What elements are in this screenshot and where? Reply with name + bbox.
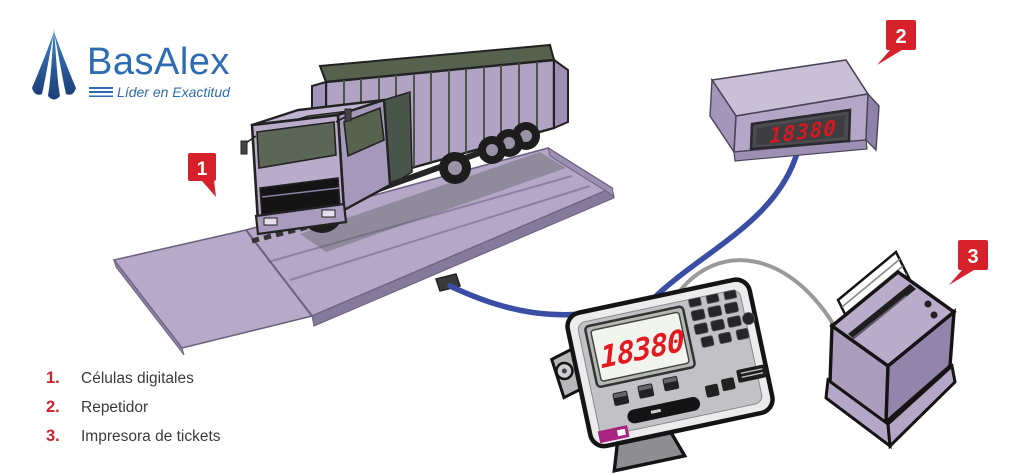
brand-name: BasAlex (87, 41, 230, 83)
legend-label: Células digitales (81, 370, 194, 387)
legend-label: Impresora de tickets (81, 428, 221, 445)
indicator-side-controls (705, 364, 768, 398)
indicator-brand-label (597, 425, 630, 444)
legend-item-cells: 1. Células digitales (46, 369, 221, 388)
indicator-keypad (688, 289, 755, 348)
badge-repeater-number: 2 (895, 26, 906, 48)
badge-cells: 1 (188, 153, 216, 197)
logo-spikes-icon (32, 28, 76, 100)
legend-number: 2. (46, 398, 60, 416)
legend-label: Repetidor (81, 399, 149, 416)
truck-cab (240, 98, 392, 236)
badge-printer-number: 3 (967, 246, 978, 268)
brand-logo: BasAlex Líder en Exactitud (28, 26, 230, 106)
weighbridge-platform (244, 146, 615, 327)
truck-shadow (300, 152, 566, 252)
legend-item-printer: 3. Impresora de tickets (46, 427, 221, 446)
indicator-to-printer-cable (674, 258, 840, 334)
badge-cells-number: 1 (197, 159, 208, 180)
tagline-lines-icon (89, 87, 114, 97)
repeater-display: 18380 (749, 108, 852, 151)
weight-indicator: 18380 (549, 277, 775, 473)
brand-tagline: Líder en Exactitud (117, 84, 230, 100)
indicator-zero-key (627, 396, 701, 424)
badge-repeater: 2 (877, 20, 916, 65)
indicator-function-keys (612, 376, 680, 406)
legend: 1. Células digitales 2. Repetidor 3. Imp… (46, 369, 221, 456)
legend-number: 3. (46, 427, 60, 445)
legend-item-repeater: 2. Repetidor (46, 398, 221, 417)
truck-scale-illustration (112, 43, 615, 356)
indicator-display: 18380 (584, 305, 696, 388)
legend-number: 1. (46, 369, 60, 387)
repeater-device: 18380 (709, 59, 880, 162)
repeater-to-indicator-cable (649, 147, 801, 303)
ticket-printer (824, 250, 957, 450)
badge-printer: 3 (949, 240, 988, 285)
